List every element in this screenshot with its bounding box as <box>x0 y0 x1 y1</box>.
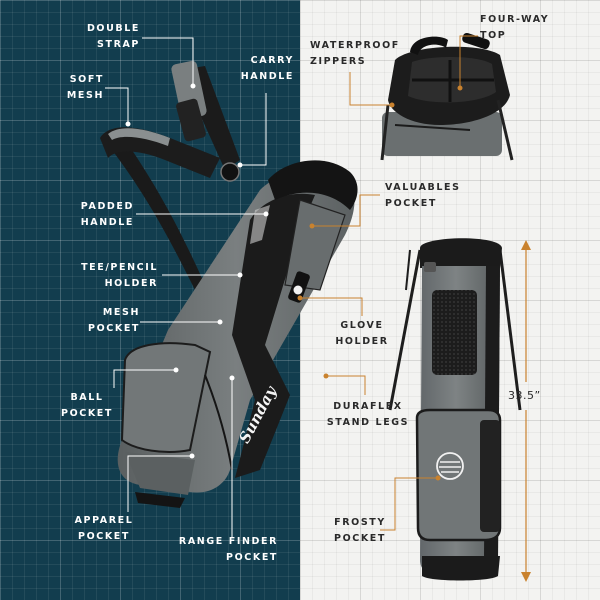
stand-leg-right <box>498 249 522 411</box>
height-dimension <box>521 240 531 582</box>
label-glove-holder: GLOVE HOLDER <box>335 320 389 347</box>
label-frosty-pocket: FROSTY POCKET <box>334 517 386 544</box>
four-way-top-illustration <box>380 32 514 161</box>
label-duraflex-stand-legs: DURAFLEX STAND LEGS <box>326 401 410 428</box>
label-double-strap: DOUBLE STRAP <box>86 23 140 50</box>
leader-carry-handle <box>240 93 267 166</box>
label-mesh-pocket: MESH POCKET <box>88 307 140 334</box>
right-bag-base <box>422 556 500 581</box>
leader-soft-mesh <box>105 87 129 124</box>
leader-double-strap <box>142 37 194 86</box>
label-apparel-pocket: APPAREL POCKET <box>74 515 134 542</box>
label-valuables-pocket: VALUABLES POCKET <box>385 182 461 209</box>
leader-duraflex-legs <box>326 375 366 395</box>
leader-dots-accent <box>297 85 463 481</box>
label-padded-handle: PADDED HANDLE <box>80 201 134 228</box>
leader-lines-accent <box>300 35 478 531</box>
brand-logo-icon <box>436 452 464 480</box>
label-tee-pencil-holder: TEE/PENCIL HOLDER <box>81 262 158 289</box>
label-four-way-top: FOUR-WAY TOP <box>480 14 550 41</box>
right-bag-top <box>420 238 502 268</box>
label-soft-mesh: SOFT MESH <box>66 74 104 101</box>
strap-buckle <box>220 162 240 182</box>
right-bag-illustration <box>388 238 522 581</box>
leader-four-way-top <box>459 35 478 88</box>
label-waterproof-zippers: WATERPROOF ZIPPERS <box>310 40 400 67</box>
label-carry-handle: CARRY HANDLE <box>240 55 294 82</box>
leader-glove-holder <box>300 297 363 316</box>
label-range-finder-pocket: RANGE FINDER POCKET <box>178 536 278 563</box>
leader-lines-light <box>105 37 267 537</box>
leader-frosty-pocket <box>380 477 438 531</box>
lower-strap <box>112 140 205 290</box>
soft-mesh-strap <box>100 127 220 178</box>
left-bag-top <box>268 160 358 210</box>
leader-apparel-pocket <box>127 455 192 512</box>
height-dimension-label: 33.5” <box>508 389 541 402</box>
leader-dots-light <box>125 83 269 459</box>
label-ball-pocket: BALL POCKET <box>61 392 113 419</box>
leader-waterproof-zippers <box>349 72 392 106</box>
leader-ball-pocket <box>113 369 176 388</box>
mesh-pocket-panel <box>432 290 477 375</box>
stand-leg-left <box>388 249 422 411</box>
leader-valuables-pocket <box>312 194 380 227</box>
